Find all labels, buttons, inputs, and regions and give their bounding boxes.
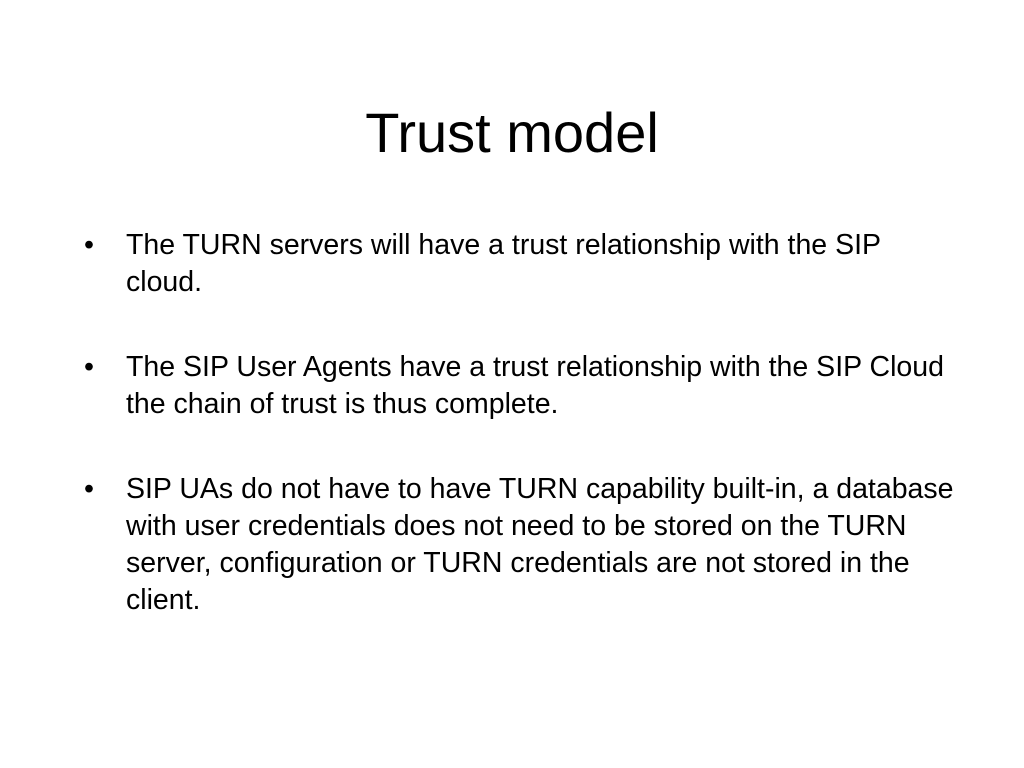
bullet-text: SIP UAs do not have to have TURN capabil… <box>126 473 954 616</box>
bullet-item: • The TURN servers will have a trust rel… <box>84 227 954 301</box>
bullet-text: The TURN servers will have a trust relat… <box>126 229 881 298</box>
bullet-marker: • <box>84 229 94 261</box>
bullet-list: • The TURN servers will have a trust rel… <box>84 227 954 619</box>
bullet-marker: • <box>84 473 94 505</box>
bullet-text: The SIP User Agents have a trust relatio… <box>126 351 944 420</box>
bullet-item: • SIP UAs do not have to have TURN capab… <box>84 471 954 619</box>
slide-title: Trust model <box>365 101 659 164</box>
bullet-item: • The SIP User Agents have a trust relat… <box>84 349 954 423</box>
bullet-marker: • <box>84 351 94 383</box>
